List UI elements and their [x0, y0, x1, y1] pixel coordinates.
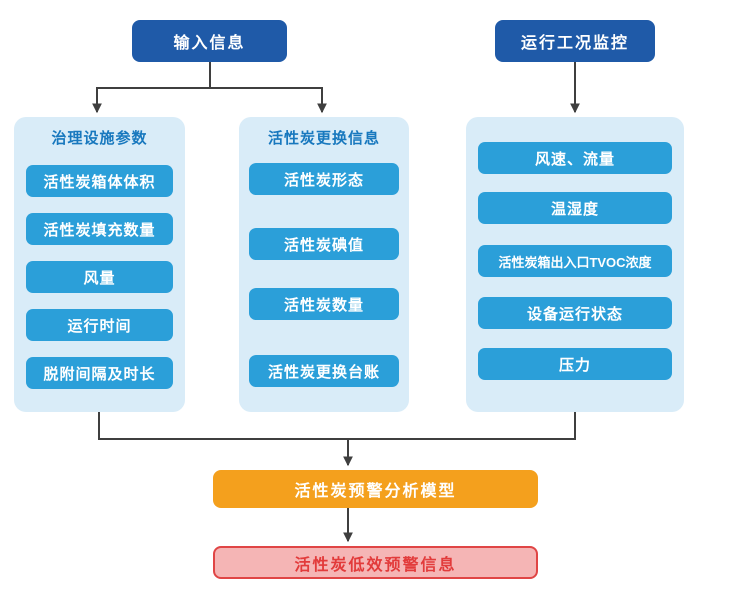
item-equipment-status: 设备运行状态	[478, 297, 672, 329]
item-tvoc-concentration: 活性炭箱出入口TVOC浓度	[478, 245, 672, 277]
item-desorption-interval: 脱附间隔及时长	[26, 357, 173, 389]
item-temp-humidity: 温湿度	[478, 192, 672, 224]
low-efficiency-warning-node: 活性炭低效预警信息	[213, 546, 538, 579]
item-air-volume: 风量	[26, 261, 173, 293]
item-operating-time: 运行时间	[26, 309, 173, 341]
item-carbon-iodine-value: 活性炭碘值	[249, 228, 399, 260]
item-carbon-box-volume: 活性炭箱体体积	[26, 165, 173, 197]
carbon-replacement-info-panel: 活性炭更换信息 活性炭形态 活性炭碘值 活性炭数量 活性炭更换台账	[239, 117, 409, 412]
operating-condition-panel: 风速、流量 温湿度 活性炭箱出入口TVOC浓度 设备运行状态 压力	[466, 117, 684, 412]
panel-title: 治理设施参数	[51, 130, 148, 147]
operating-condition-monitor-node: 运行工况监控	[495, 20, 655, 62]
item-carbon-replacement-ledger: 活性炭更换台账	[249, 355, 399, 387]
item-pressure: 压力	[478, 348, 672, 380]
item-carbon-quantity: 活性炭数量	[249, 288, 399, 320]
input-info-node: 输入信息	[132, 20, 287, 62]
item-carbon-fill-quantity: 活性炭填充数量	[26, 213, 173, 245]
item-carbon-form: 活性炭形态	[249, 163, 399, 195]
warning-analysis-model-node: 活性炭预警分析模型	[213, 470, 538, 508]
panel-title: 活性炭更换信息	[267, 130, 380, 147]
treatment-facility-params-panel: 治理设施参数 活性炭箱体体积 活性炭填充数量 风量 运行时间 脱附间隔及时长	[14, 117, 185, 412]
item-wind-speed-flow: 风速、流量	[478, 142, 672, 174]
